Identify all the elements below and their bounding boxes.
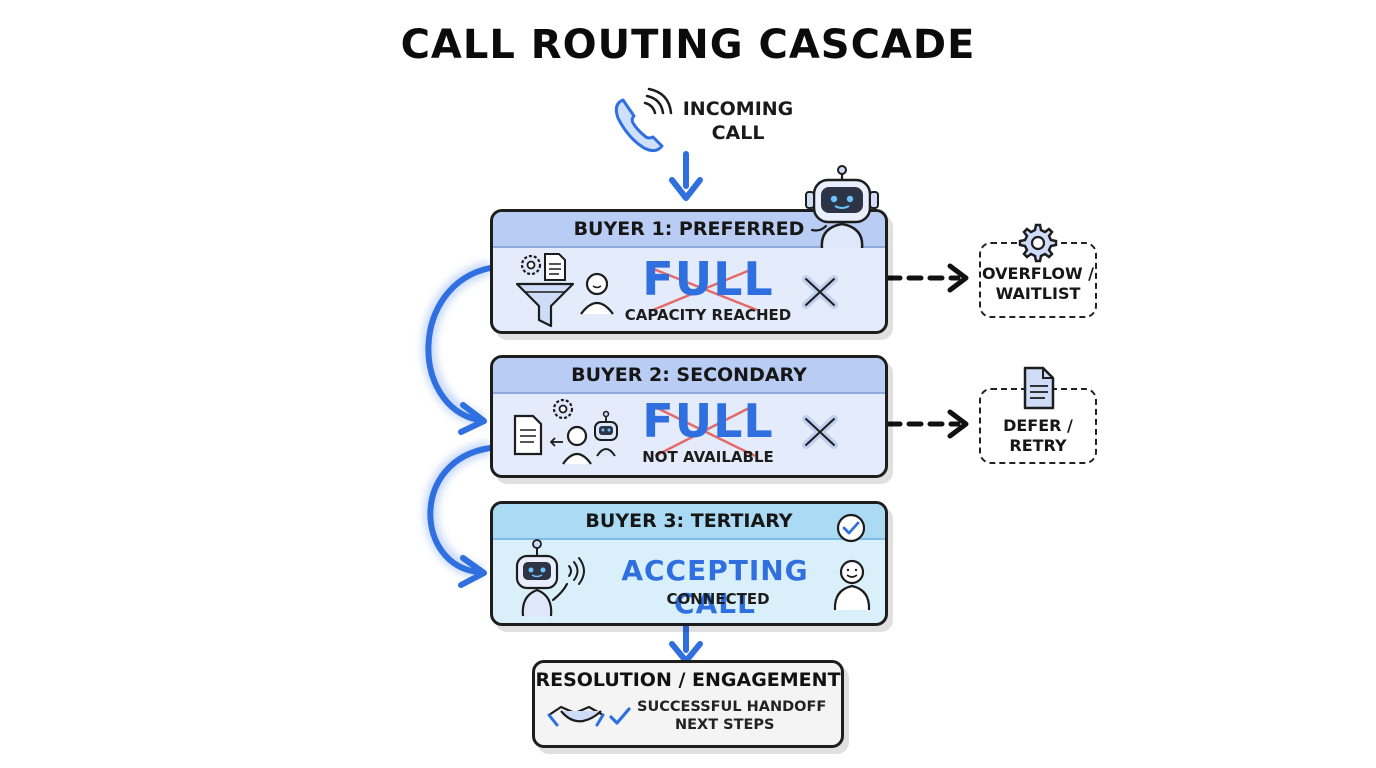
- buyer-2-header: BUYER 2: SECONDARY: [493, 358, 885, 394]
- robot-icon: [594, 410, 618, 457]
- buyer-3-detail: CONNECTED: [666, 590, 770, 608]
- buyer-card-2[interactable]: BUYER 2: SECONDARY: [490, 355, 888, 478]
- document-icon: [544, 253, 566, 281]
- defer-line1: DEFER /: [1003, 416, 1073, 435]
- buyer-1-status: FULL: [642, 252, 774, 306]
- gear-icon: [1018, 223, 1058, 263]
- cross-out-marks: [652, 404, 756, 458]
- resolution-title: RESOLUTION / ENGAGEMENT: [535, 669, 841, 691]
- arrow-left-icon: [549, 437, 563, 447]
- buyer-1-detail: CAPACITY REACHED: [624, 306, 792, 324]
- gear-icon: [520, 254, 542, 276]
- x-mark-icon: [802, 415, 838, 449]
- cross-out-marks: [650, 266, 758, 312]
- phone-icon: [614, 87, 673, 153]
- overflow-waitlist-box[interactable]: OVERFLOW / WAITLIST: [979, 223, 1097, 318]
- robot-icon: [515, 539, 569, 617]
- resolution-card[interactable]: RESOLUTION / ENGAGEMENT SUCCESSFUL HANDO…: [532, 660, 844, 748]
- person-icon: [833, 559, 871, 611]
- x-mark-icon: [802, 275, 838, 309]
- gear-icon: [552, 398, 574, 420]
- document-icon: [513, 414, 543, 456]
- buyer-2-graphics: [513, 398, 838, 465]
- handshake-icon: [547, 705, 631, 727]
- checkmark-icon: [836, 513, 866, 543]
- buyer-1-graphics: [515, 253, 838, 328]
- buyer-3-graphics: [515, 513, 871, 617]
- defer-retry-box[interactable]: DEFER / RETRY: [979, 366, 1097, 464]
- funnel-icon: [515, 282, 575, 328]
- defer-line2: RETRY: [1009, 436, 1067, 455]
- page-title: CALL ROUTING CASCADE: [400, 22, 976, 68]
- person-icon: [580, 272, 614, 315]
- buyer-3-header: BUYER 3: TERTIARY: [493, 504, 885, 540]
- incoming-line2: CALL: [711, 122, 765, 144]
- sound-waves-icon: [568, 557, 585, 585]
- person-icon: [562, 425, 592, 465]
- arrow-to-buyer1: [669, 151, 703, 201]
- resolution-line1: SUCCESSFUL HANDOFF: [637, 699, 827, 715]
- buyer-3-status: ACCEPTING CALL: [621, 554, 809, 620]
- incoming-line1: INCOMING: [682, 98, 794, 120]
- overflow-line1: OVERFLOW /: [981, 264, 1095, 283]
- dashed-arrow-defer: [885, 409, 969, 439]
- buyer-card-3[interactable]: BUYER 3: TERTIARY A: [490, 501, 888, 626]
- resolution-line2: NEXT STEPS: [675, 717, 775, 733]
- buyer-2-status: FULL: [642, 394, 774, 448]
- arrow-to-resolution: [669, 621, 703, 664]
- cascade-arrow-1: [422, 261, 493, 435]
- buyer-2-detail: NOT AVAILABLE: [642, 448, 774, 466]
- overflow-line2: WAITLIST: [995, 284, 1081, 303]
- dashed-arrow-overflow: [885, 263, 969, 293]
- robot-mascot-icon: [805, 165, 879, 248]
- cascade-arrow-2: [423, 441, 493, 588]
- document-icon: [1023, 366, 1055, 410]
- incoming-call-label: INCOMING CALL: [678, 97, 798, 145]
